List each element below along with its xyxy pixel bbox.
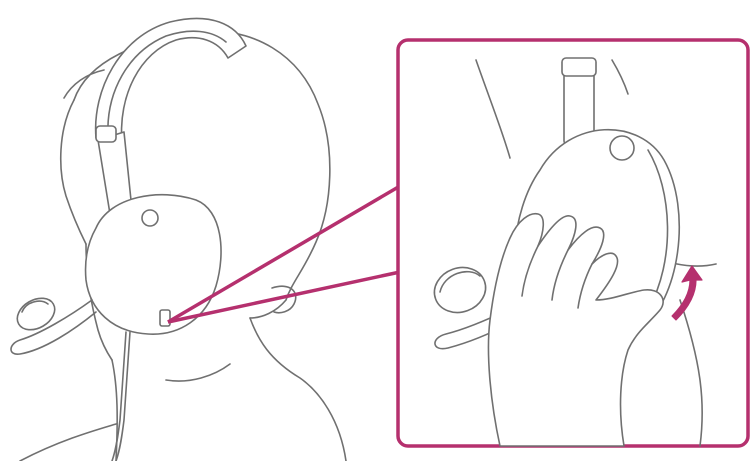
left-earcup [85,195,221,461]
left-mic [11,292,96,354]
headband [96,18,246,214]
zoom-inset [398,40,748,446]
